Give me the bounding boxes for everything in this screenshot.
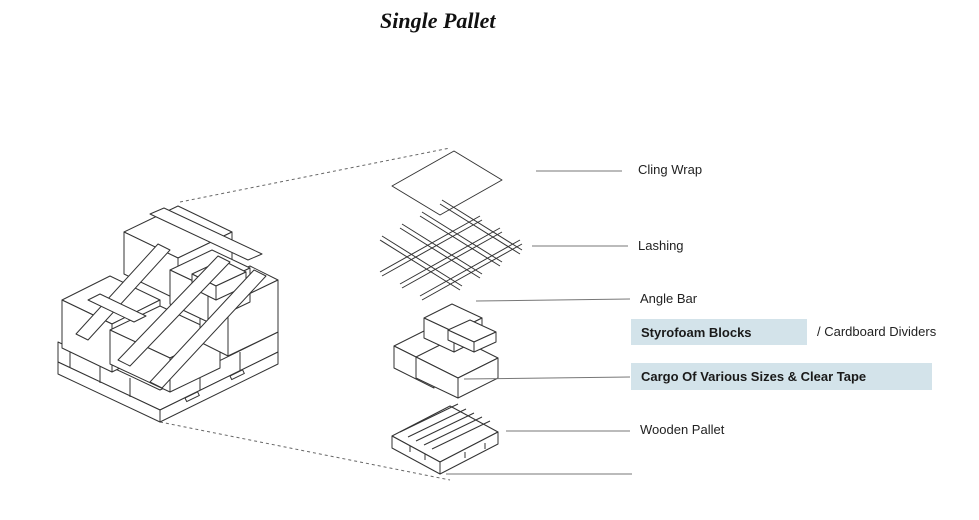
projection-lines: [159, 147, 451, 481]
label-angle-bar: Angle Bar: [640, 291, 698, 306]
lashing-grid: [379, 199, 523, 301]
leader-lines: [446, 170, 632, 475]
label-cardboard-dividers: / Cardboard Dividers: [817, 324, 937, 339]
label-wooden-pallet: Wooden Pallet: [640, 422, 725, 437]
label-cargo: Cargo Of Various Sizes & Clear Tape: [631, 363, 932, 390]
cargo-stack: [393, 303, 499, 399]
diagram-title: Single Pallet: [380, 8, 496, 33]
label-cling-wrap: Cling Wrap: [638, 162, 703, 177]
assembled-lashing: [75, 207, 267, 389]
cargo-text: Cargo Of Various Sizes & Clear Tape: [641, 369, 867, 384]
cling-wrap-sheet: [391, 150, 503, 216]
wooden-pallet-drawing: [391, 403, 499, 475]
label-lashing: Lashing: [638, 238, 684, 253]
label-styrofoam-blocks: Styrofoam Blocks: [631, 319, 807, 345]
styrofoam-text: Styrofoam Blocks: [641, 324, 752, 340]
